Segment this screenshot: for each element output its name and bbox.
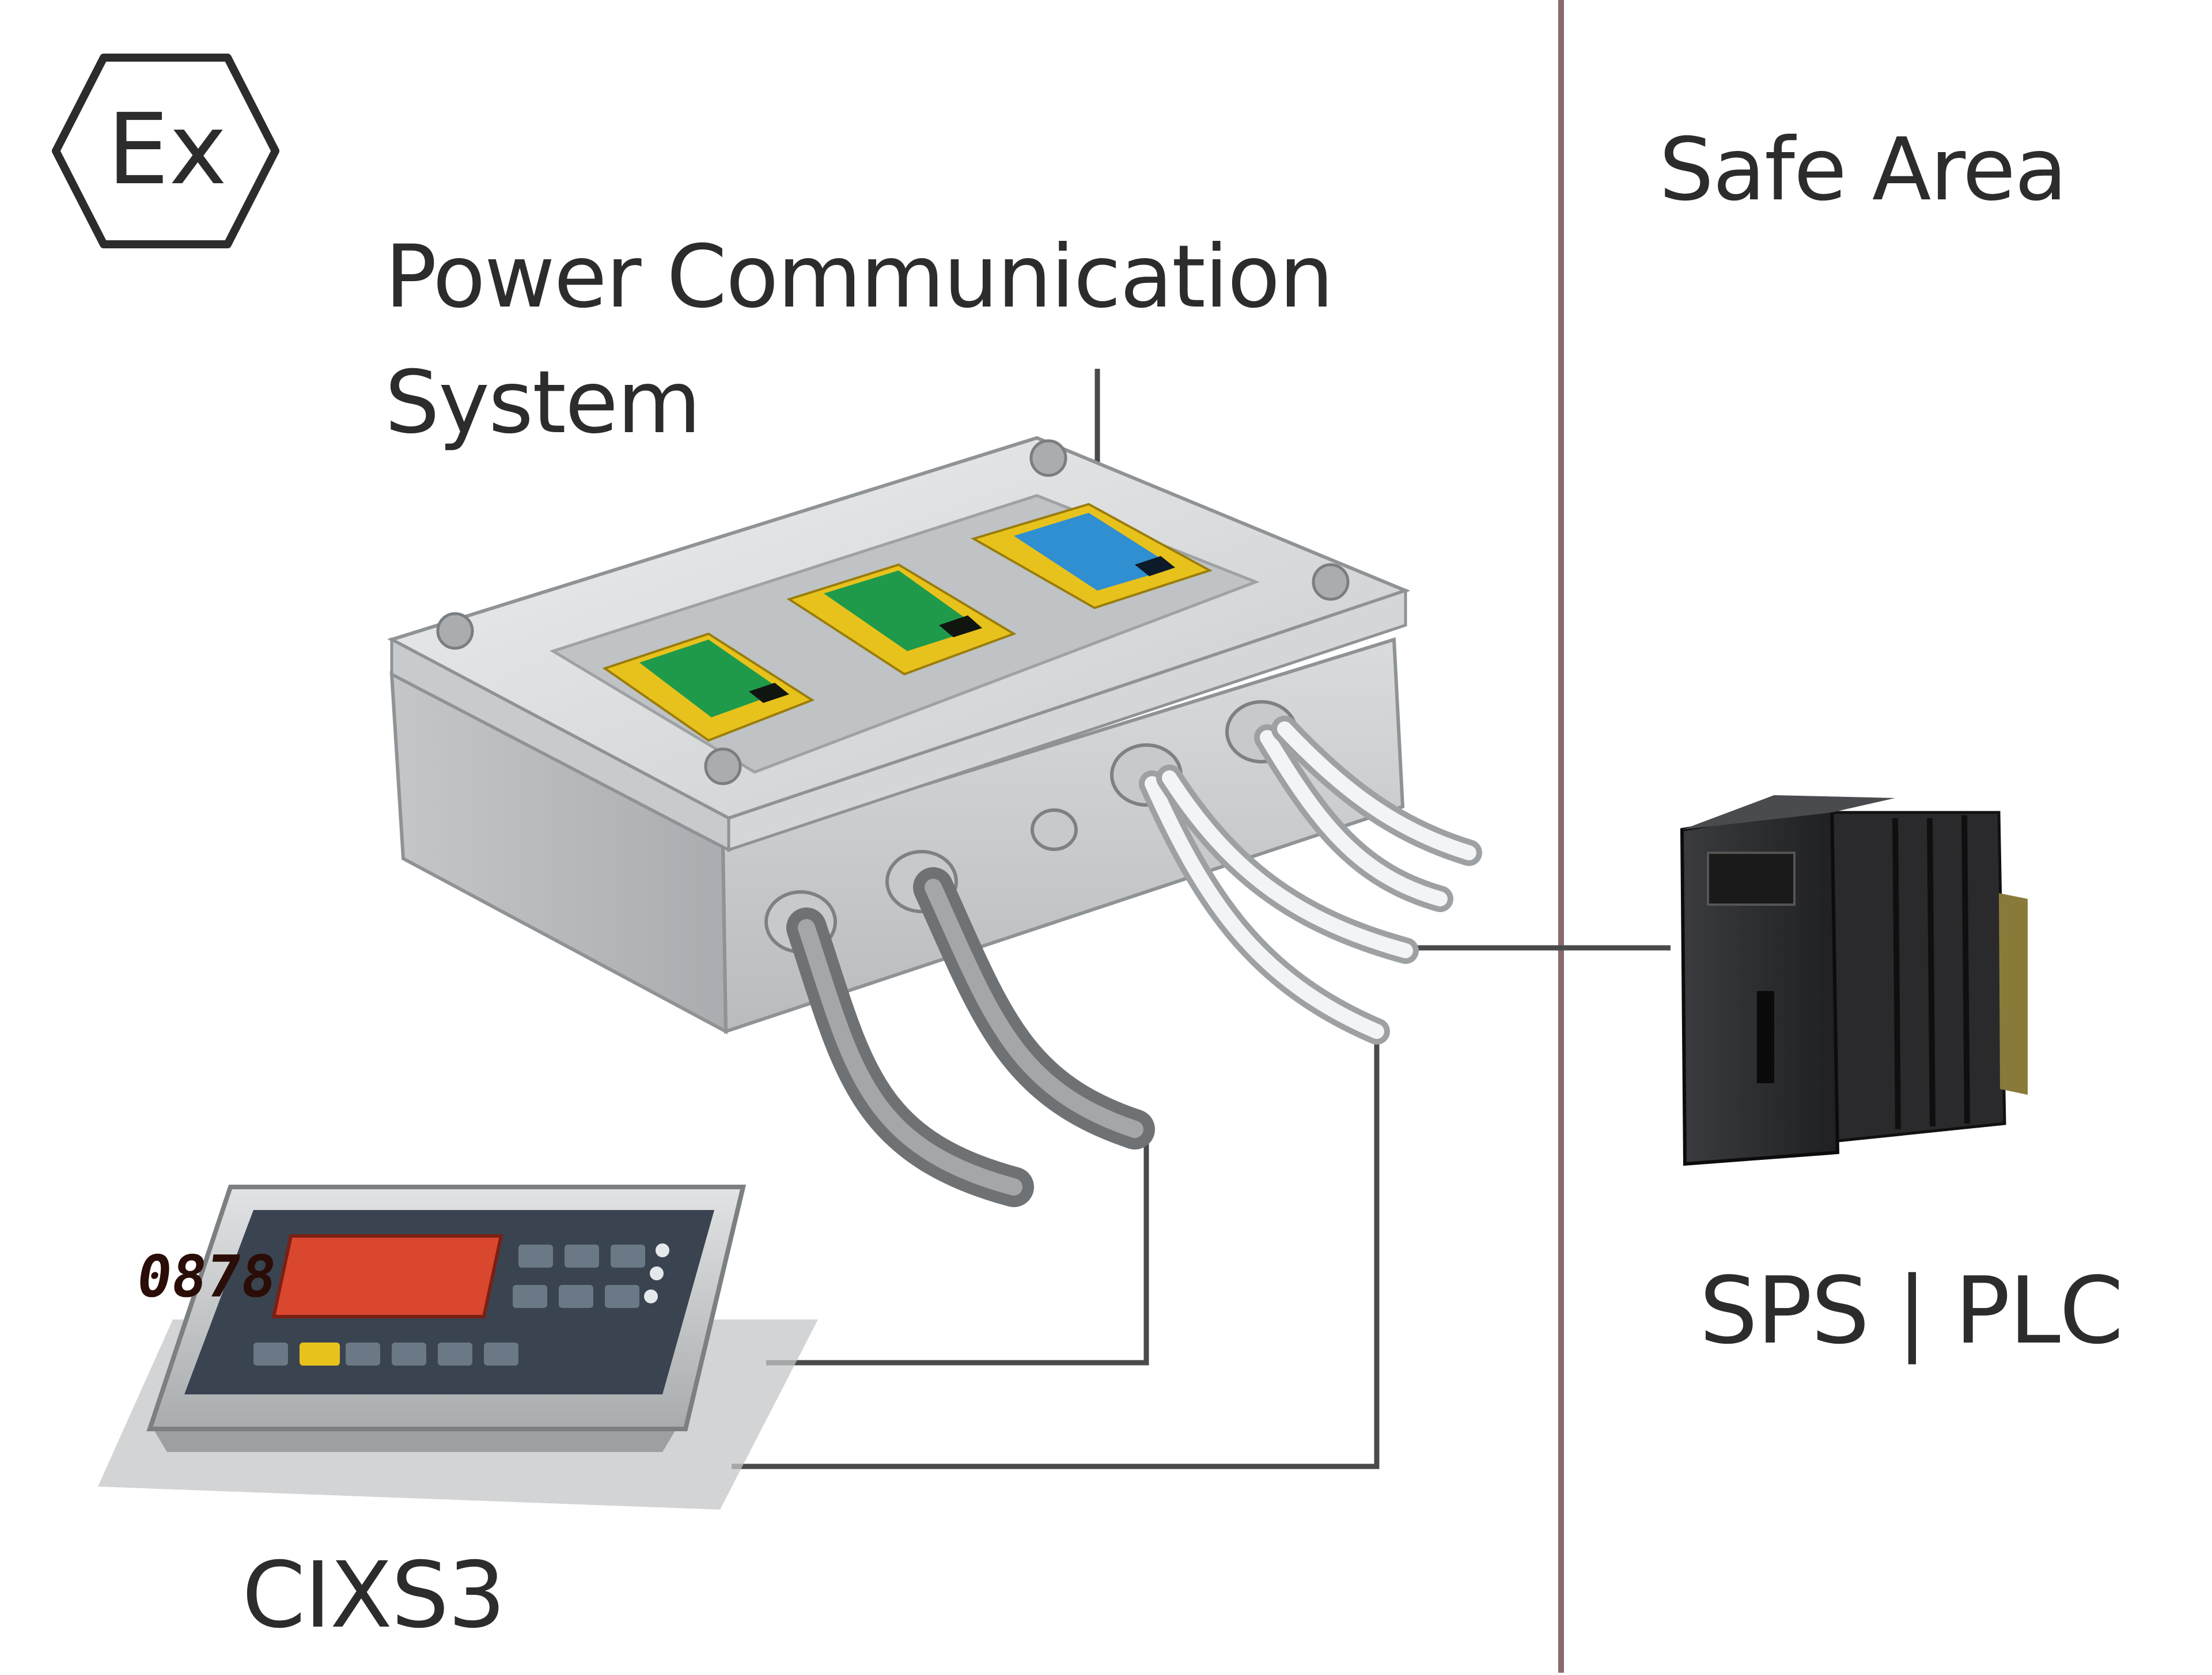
cixs3-terminal-label: CIXS3 xyxy=(242,1550,505,1641)
terminal-display xyxy=(274,1236,501,1317)
ex-mark-text: Ex xyxy=(107,93,227,207)
power-communication-system-label: Power Communication System xyxy=(385,214,1399,466)
plc-unit xyxy=(1682,795,2028,1164)
lid-screw xyxy=(438,614,472,648)
lid-screw xyxy=(706,749,740,784)
plc-rack xyxy=(1832,812,2005,1141)
lid-screw xyxy=(1313,565,1348,599)
cixs3-terminal: 0878 xyxy=(98,1187,818,1510)
plc-connector xyxy=(1999,893,2028,1095)
safe-area-label: Safe Area xyxy=(1659,127,2066,213)
terminal-yellow-key xyxy=(300,1343,340,1366)
plc-label: SPS | PLC xyxy=(1699,1265,2123,1357)
plc-status-panel xyxy=(1708,853,1794,905)
plc-card-slot xyxy=(1757,991,1774,1083)
ex-hazard-icon: Ex xyxy=(56,58,275,244)
terminal-display-value: 0878 xyxy=(132,1243,281,1310)
